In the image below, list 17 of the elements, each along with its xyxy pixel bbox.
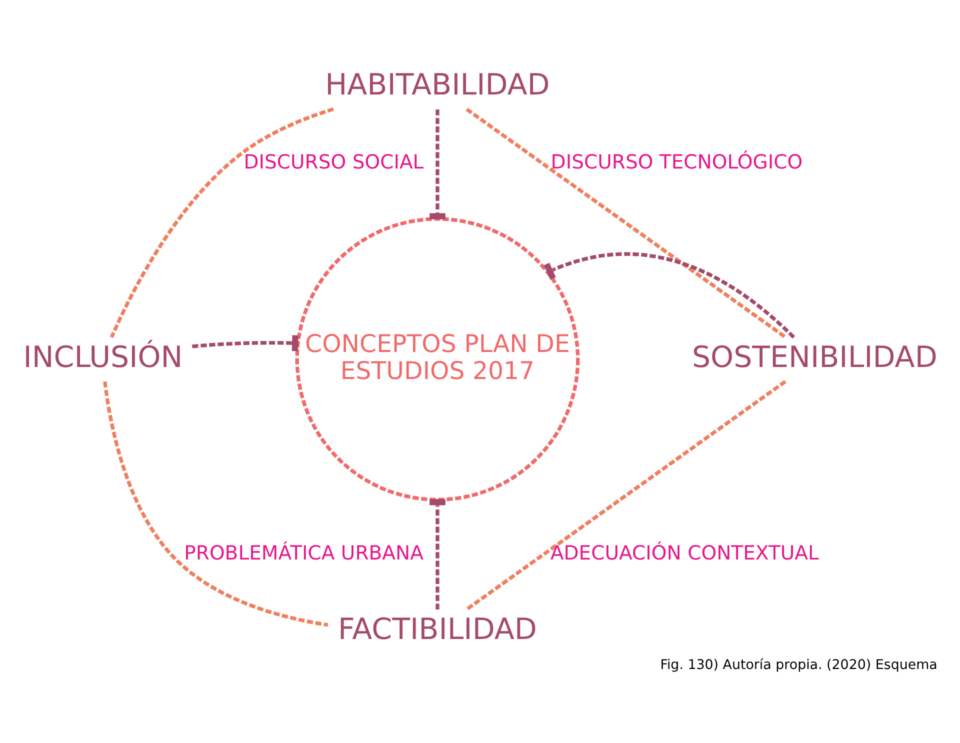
node-text: HABITABILIDAD	[324, 68, 550, 102]
edge-label: PROBLEMÁTICA URBANA	[184, 541, 423, 564]
connector	[465, 380, 786, 611]
node-text: INCLUSIÓN	[22, 340, 182, 374]
connector	[192, 335, 298, 352]
caption: Fig. 130) Autoría propia. (2020) Esquema	[660, 658, 937, 674]
edge-label: DISCURSO SOCIAL	[243, 150, 424, 174]
edge-label: DISCURSO TECNOLÓGICO	[550, 150, 802, 174]
connector	[109, 107, 334, 338]
node-text: SOSTENIBILIDAD	[691, 340, 937, 374]
node-text: FACTIBILIDAD	[338, 612, 536, 646]
connector	[465, 108, 786, 338]
connector	[429, 109, 445, 220]
connector	[102, 381, 328, 627]
edge-label: ADECUACIÓN CONTEXTUAL	[550, 541, 818, 564]
connector	[543, 252, 795, 339]
node-circle: CONCEPTOS PLAN DE ESTUDIOS 2017	[294, 217, 580, 502]
